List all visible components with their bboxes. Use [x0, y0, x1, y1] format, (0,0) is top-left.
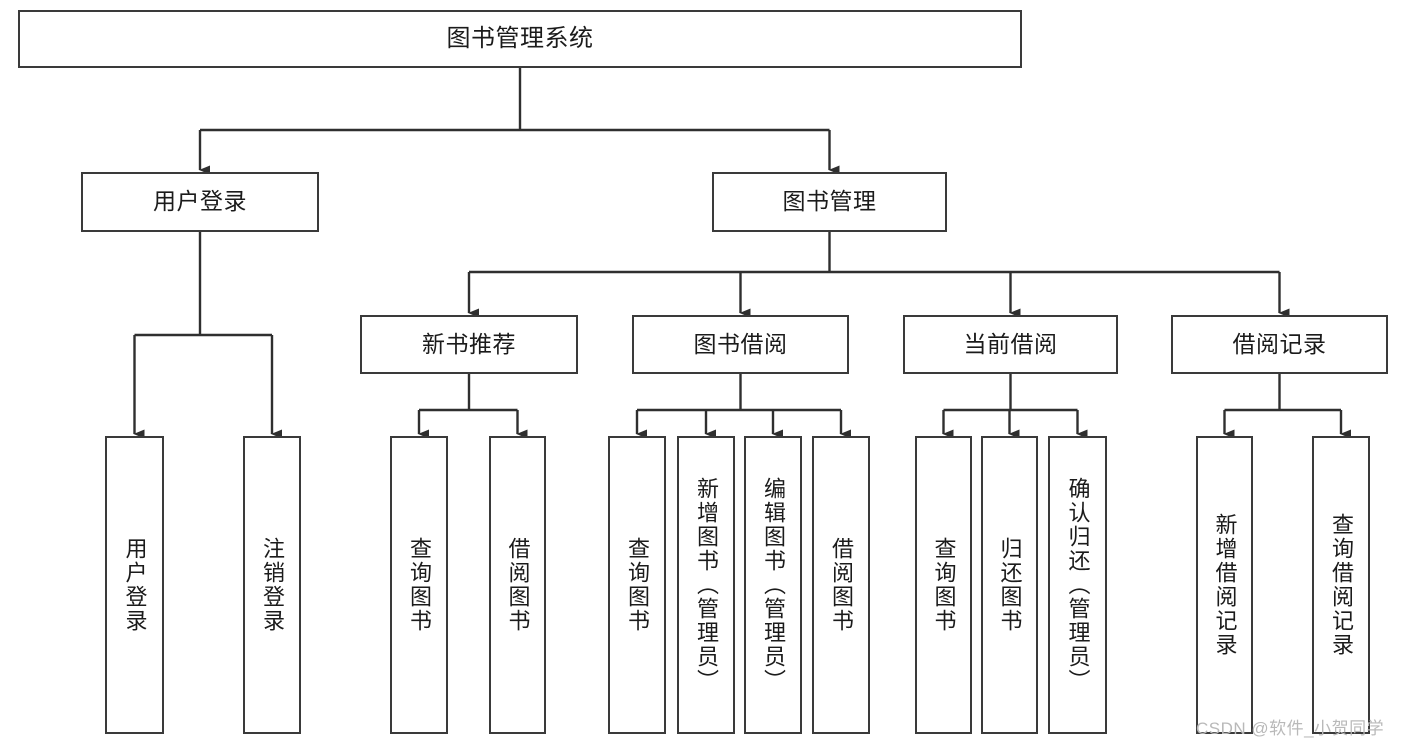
node-bookmgmt[interactable]: 图书管理 [712, 172, 947, 232]
node-leaf-re-a[interactable]: 新增借阅记录 [1196, 436, 1253, 734]
node-label: 查询借阅记录 [1328, 513, 1354, 657]
node-newbook[interactable]: 新书推荐 [360, 315, 578, 374]
node-root[interactable]: 图书管理系统 [18, 10, 1022, 68]
node-leaf-login[interactable]: 用户登录 [105, 436, 164, 734]
node-label: 借阅图书 [505, 537, 531, 633]
node-borrow[interactable]: 图书借阅 [632, 315, 849, 374]
node-label: 确认归还（管理员） [1065, 477, 1091, 693]
node-label: 新增图书（管理员） [693, 477, 719, 693]
node-label: 编辑图书（管理员） [760, 477, 786, 693]
node-label: 图书管理系统 [446, 24, 594, 52]
node-label: 归还图书 [997, 537, 1023, 633]
node-label: 用户登录 [122, 537, 148, 633]
watermark-text: CSDN @软件_小贺同学 [1196, 719, 1385, 738]
node-leaf-bo-b[interactable]: 借阅图书 [812, 436, 870, 734]
node-leaf-bo-e[interactable]: 编辑图书（管理员） [744, 436, 802, 734]
node-leaf-bo-q[interactable]: 查询图书 [608, 436, 666, 734]
node-label: 图书借阅 [693, 330, 788, 357]
node-leaf-nb-q[interactable]: 查询图书 [390, 436, 448, 734]
node-leaf-cu-c[interactable]: 确认归还（管理员） [1048, 436, 1107, 734]
node-label: 借阅记录 [1232, 330, 1327, 357]
node-records[interactable]: 借阅记录 [1171, 315, 1388, 374]
node-login[interactable]: 用户登录 [81, 172, 319, 232]
node-label: 查询图书 [406, 537, 432, 633]
node-leaf-nb-b[interactable]: 借阅图书 [489, 436, 546, 734]
node-current[interactable]: 当前借阅 [903, 315, 1118, 374]
node-label: 图书管理 [782, 188, 877, 215]
node-label: 新书推荐 [422, 330, 516, 357]
node-label: 借阅图书 [828, 537, 854, 633]
node-leaf-bo-a[interactable]: 新增图书（管理员） [677, 436, 735, 734]
node-label: 当前借阅 [963, 330, 1058, 357]
node-leaf-re-q[interactable]: 查询借阅记录 [1312, 436, 1370, 734]
node-label: 查询图书 [931, 537, 957, 633]
edge-group [133, 68, 1351, 439]
node-leaf-cu-q[interactable]: 查询图书 [915, 436, 972, 734]
node-label: 新增借阅记录 [1212, 513, 1238, 657]
node-leaf-cu-r[interactable]: 归还图书 [981, 436, 1038, 734]
node-label: 用户登录 [153, 188, 247, 215]
node-label: 注销登录 [259, 537, 285, 633]
node-leaf-logout[interactable]: 注销登录 [243, 436, 301, 734]
node-label: 查询图书 [624, 537, 650, 633]
